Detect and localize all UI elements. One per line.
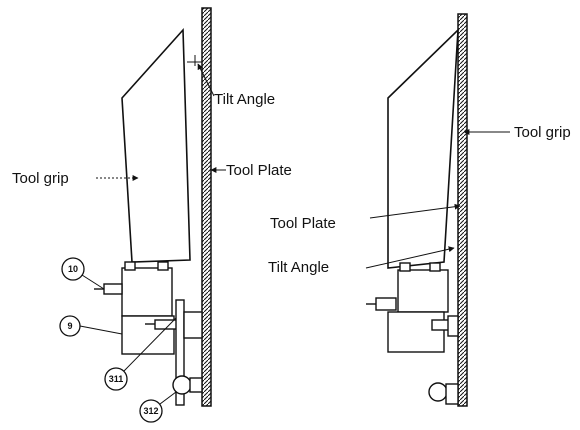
callout-9: 9 xyxy=(59,315,123,337)
right-view: Tool grip Tool Plate Tilt Angle xyxy=(268,13,571,407)
left-bracket xyxy=(94,261,203,406)
callout-312: 312 xyxy=(139,391,177,423)
right-tool-grip xyxy=(387,27,459,269)
svg-text:9: 9 xyxy=(67,321,72,331)
right-bracket xyxy=(366,262,459,405)
right-tilt-angle-label: Tilt Angle xyxy=(268,259,329,276)
svg-text:311: 311 xyxy=(109,374,124,384)
right-tool-plate xyxy=(457,13,468,407)
left-tool-grip-label: Tool grip xyxy=(12,170,69,187)
svg-text:312: 312 xyxy=(143,406,158,416)
callout-10: 10 xyxy=(61,257,105,290)
left-tool-plate xyxy=(201,7,212,407)
callout-311: 311 xyxy=(104,317,177,391)
left-view: 10 9 311 312 Tilt Angle Tool grip Tool P… xyxy=(12,7,292,423)
left-tool-plate-label: Tool Plate xyxy=(226,162,292,179)
right-tool-grip-label: Tool grip xyxy=(514,124,571,141)
right-tool-plate-label: Tool Plate xyxy=(270,215,336,232)
left-tilt-angle-label: Tilt Angle xyxy=(214,91,275,108)
left-tool-grip xyxy=(121,27,191,263)
svg-text:10: 10 xyxy=(68,264,78,274)
